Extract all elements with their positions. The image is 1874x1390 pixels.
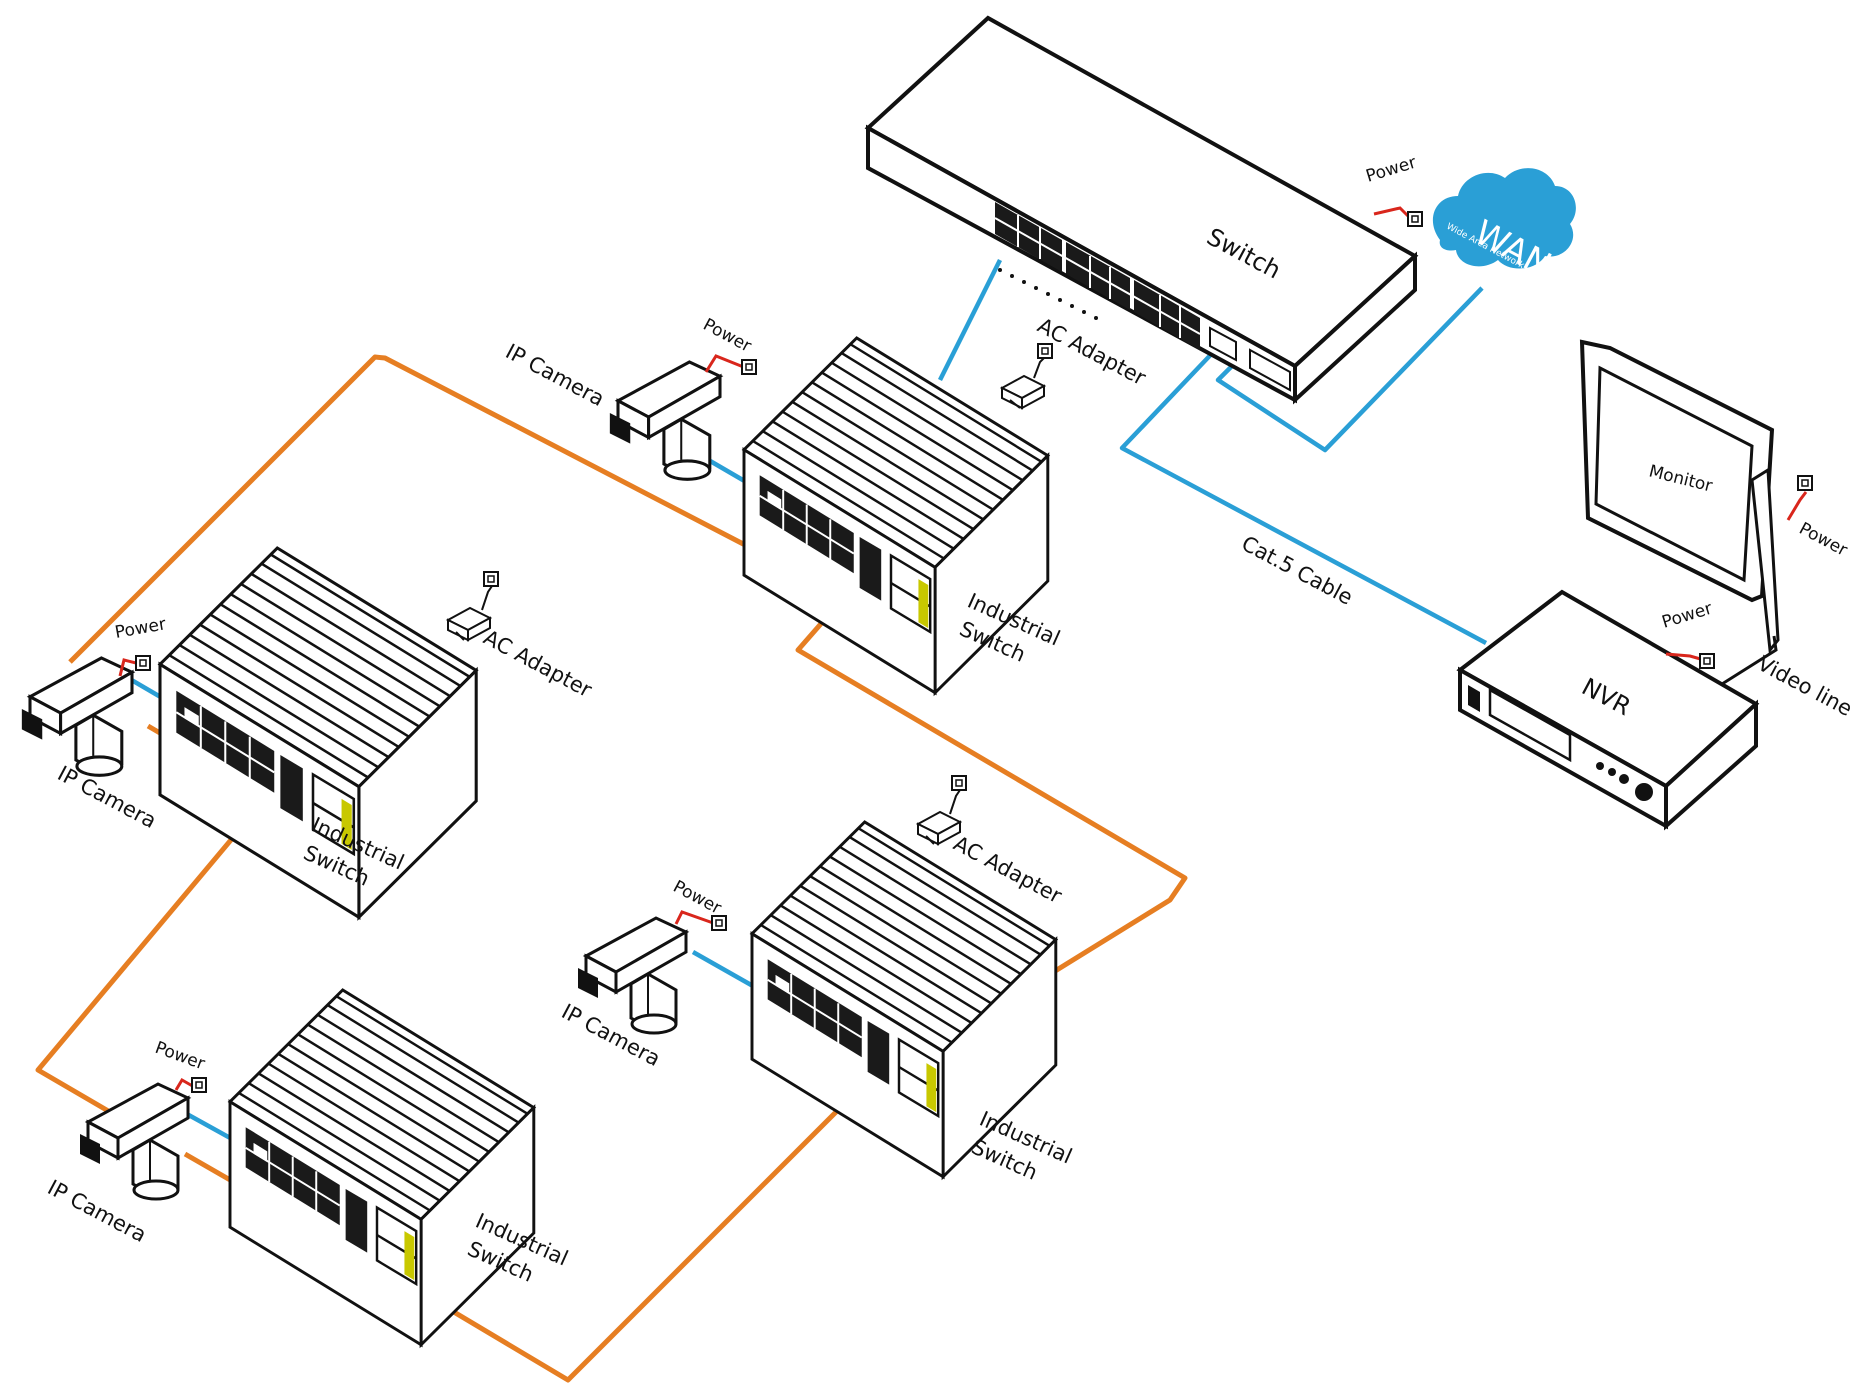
ip-camera-3-power-label: Power: [670, 877, 725, 919]
ip-camera-4: IP Camera: [44, 1082, 190, 1247]
ip-camera-1: IP Camera: [502, 339, 722, 481]
ring-cable-4: [35, 758, 300, 1115]
industrial-switch-2: Industrial Switch: [158, 546, 478, 919]
wan-cable: [1215, 286, 1484, 453]
wan-cloud: WAN Wide Area Network: [1432, 168, 1576, 286]
nvr-power-label: Power: [1660, 599, 1715, 633]
ip-camera-1-power: Power: [700, 315, 757, 375]
camera-link-3: [691, 950, 762, 992]
ring-cable-1: [68, 354, 830, 664]
ac-adapter-1: AC Adapter: [1001, 313, 1150, 409]
monitor-power-label: Power: [1796, 519, 1851, 561]
ip-camera-3: IP Camera: [558, 916, 688, 1071]
ip-camera-1-label: IP Camera: [502, 339, 609, 411]
video-line-label: Video line: [1754, 651, 1857, 721]
nvr: NVR: [1456, 589, 1760, 831]
core-switch: Switch: [864, 15, 1419, 405]
core-switch-power: Power: [1364, 153, 1423, 227]
ip-camera-4-power-label: Power: [152, 1038, 207, 1074]
industrial-switch-4: Industrial Switch: [228, 988, 572, 1347]
core-switch-power-label: Power: [1364, 153, 1419, 187]
core-switch-vents: [998, 268, 1098, 320]
ip-camera-3-power: Power: [670, 877, 727, 931]
monitor: Monitor: [1579, 339, 1780, 654]
ac-adapter-2-label: AC Adapter: [480, 625, 596, 702]
ip-camera-1-power-label: Power: [700, 315, 755, 357]
monitor-power: Power: [1786, 475, 1851, 561]
uplink-cable: [937, 258, 1003, 382]
nvr-cable: [1119, 343, 1488, 645]
ip-camera-2-power-label: Power: [113, 614, 167, 643]
